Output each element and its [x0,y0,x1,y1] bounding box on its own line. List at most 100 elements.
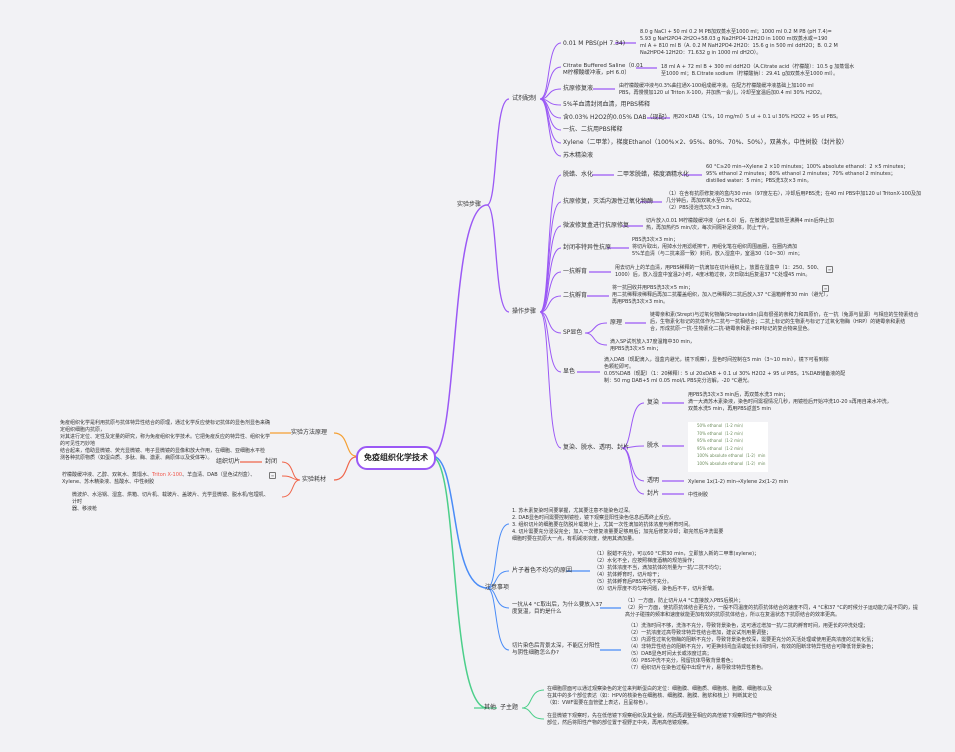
principle-text[interactable]: 免疫组织化学是利用抗原与抗体特异性结合的原理，通过化学反应使标记抗体的显色剂显色… [60,420,271,461]
note-icon[interactable]: ≡ [269,472,276,479]
connector [486,587,510,651]
other-text-2[interactable]: 在显微镜下观察时，先在低倍镜下观察组织及其全貌，然后再调整至相应的高倍镜下观察阳… [547,713,778,726]
step-mount[interactable]: 封片 [647,490,660,497]
reagent-dab[interactable]: 含0.03% H2O2的0.05% DAB（现配） [563,114,671,121]
topic-principle[interactable]: 实验方法原理 [291,429,328,436]
connector [621,402,645,449]
step-secondary-ab[interactable]: 二抗孵育 [563,292,588,299]
step-microwave[interactable]: 微波修复盒进行抗原修复 [563,222,630,229]
note-uneven-staining[interactable]: 片子着色不均匀的原因 [512,567,573,574]
step-mount-detail[interactable]: 中性树胶 [688,492,709,498]
step-dehydrate[interactable]: 脱水 [647,442,660,449]
connector [584,322,608,334]
note-background[interactable]: 切片染色后背景太深，不能区分阳性 与阴性细胞怎么办? [512,643,601,656]
note-background-detail[interactable]: （1）洗涤时间不够，洗涤不充分，导致背景染色，这可通过增加一抗/二抗的孵育时间，… [628,623,877,671]
step-block-detail[interactable]: PBS洗3次×3 min； 将切片取出，甩掉水分用滤纸擦干，用组化笔在组织周围画… [632,237,803,257]
topic-reagents[interactable]: 试剂配制 [512,95,537,102]
step-sp[interactable]: SP显色 [563,329,583,336]
step-counterstain-child[interactable]: 复染 [647,399,660,406]
other-text-1[interactable]: 在细胞层面可以通过观察染色的定位来判断蛋白的定位：细胞膜、细胞质、细胞核、胞膜、… [547,686,773,706]
topic-other[interactable]: 其他 [484,704,497,711]
connector [431,455,488,589]
step-dewax-mid[interactable]: 二甲苯脱蜡，梯度酒精水化 [617,171,690,178]
materials-reagents[interactable]: 柠檬酸缓冲液、乙醇、双氧水、蒸馏水、Triton X-100、羊血清、DAB（显… [62,472,262,486]
connector [486,523,510,589]
connector [539,88,562,100]
image-line: 100% absolute ethanol（1-2）min [697,460,766,466]
connector [539,271,562,313]
reagent-pbs-detail[interactable]: 8.0 g NaCl + 50 ml 0.2 M PB加双蒸水至1000 ml；… [640,29,838,56]
step-dewax-detail[interactable]: 60 °C≥20 min→Xylene 2 ×10 minutes；100% a… [706,164,909,184]
connector [431,204,488,456]
connector [486,204,510,313]
connector [539,247,562,313]
reagent-retrieval[interactable]: 抗原修复液 [563,85,594,92]
step-clear[interactable]: 透明 [647,477,660,484]
step-primary-ab[interactable]: 一抗孵育 [563,268,588,275]
step-dewax[interactable]: 脱蜡、水化 [563,171,594,178]
connector [539,295,562,313]
reagent-hematoxylin[interactable]: 苏木精染液 [563,152,594,159]
step-microwave-detail[interactable]: 切片放入0.01 M柠檬酸缓冲液（pH 6.0）后，在微波炉里加热至沸腾4 mi… [646,218,834,231]
reagents-text-2: 、羊血清、DAB（显色试剂盒）、 Xylene、苏木精染液、盐酸水、中性树胶 [62,472,256,485]
step-counterstain-detail[interactable]: 用PBS洗3次×3 min后，再双蒸水洗3 min； 滴一大滴苏木素染液，染色时… [688,392,892,412]
step-retrieval[interactable]: 抗原修复，灭活内源性过氧化物酶 [563,198,654,205]
topic-notes[interactable]: 注意事项 [485,584,510,591]
reagent-pbs[interactable]: 0.01 M PBS(pH 7.34) [563,40,626,47]
step-retrieval-detail[interactable]: （1）在含有抗原修复液的盒内30 min（97度左右），冷却后用PBS洗；在40… [666,191,922,211]
connector [539,98,562,144]
step-primary-ab-detail[interactable]: 甩去切片上的羊血清，用PBS稀释的一抗滴加在切片组织上，放置在湿盒中（1：250… [615,265,822,278]
connector [539,42,562,100]
step-counterstain[interactable]: 复染、脱水、透明、封片 [563,444,630,451]
topic-procedure[interactable]: 操作步骤 [512,308,537,315]
image-line: 100% absolute ethanol（1-2）min [697,453,766,458]
step-sp-detail[interactable]: 滴入SP试剂放入37度温箱中30 min， 用PBS洗3次×5 min； [610,339,695,352]
note-rewarm[interactable]: 一抗从4 °C取出后，为什么要放入37 度复温，目的是什么 [512,602,603,615]
central-topic[interactable]: 免疫组织化学技术 [356,446,436,470]
note-uneven-staining-detail[interactable]: （1）脱蜡不充分，可以60 °C烘30 min，立即放入新的二甲苯(xylene… [594,551,760,592]
reagents-text: 柠檬酸缓冲液、乙醇、双氧水、蒸馏水、 [62,472,153,478]
connector [521,689,545,709]
connector [539,98,562,131]
connector [431,456,488,709]
topic-steps[interactable]: 实验步骤 [457,201,482,208]
other-subtopic[interactable]: 子主题 [500,704,519,711]
materials-tissue-slice[interactable]: 组织切片 [216,458,241,465]
note-rewarm-detail[interactable]: （1）一方面，防止切片从4 °C直接放入PBS后脱片； （2）另一方面，使抗原抗… [625,598,918,618]
step-sp-principle[interactable]: 原理 [610,319,623,326]
materials-equipment[interactable]: 微波炉、水浴锅、湿盒、烘箱、切片机、载玻片、盖玻片、光学显微镜、脱水机/包埋机、… [72,492,269,512]
image-line: 70% ethanol（1-2 min） [697,430,746,436]
connector [539,98,562,157]
image-line: 50% ethanol（1-2 min） [697,423,746,428]
reagent-citrate-detail[interactable]: 18 ml A + 72 ml B + 300 ml ddH2O（A.Citra… [661,64,855,77]
step-secondary-ab-detail[interactable]: 将一抗回收并用PBS洗3次×5 min； 用二抗稀释液稀释后再加二抗覆盖组织，加… [612,285,831,305]
connector [621,447,645,482]
reagent-citrate[interactable]: Citrate Buffered Saline（0.01 M柠檬酸缓冲液，pH … [563,63,644,76]
connector [539,98,562,119]
materials-block[interactable]: 封闭 [265,458,278,465]
note-icon[interactable]: ≡ [822,285,829,292]
step-clear-detail[interactable]: Xylene 1x(1-2) min→Xylene 2x(1-2) min [688,479,789,485]
reagent-retrieval-detail[interactable]: 由柠檬酸缓冲液与0.3%曲拉通X-100组成缓冲液。在配方柠檬酸缓冲液基础上加1… [619,83,826,96]
step-develop[interactable]: 显色 [563,368,576,375]
reagent-serum[interactable]: 5%羊血清封闭血清，用PBS稀释 [563,101,650,108]
step-sp-principle-detail[interactable]: 链霉亲和素(Strept)与过氧化物酶(Streptavidin)具有很强的亲和… [650,312,919,332]
connector [521,707,545,720]
connector [486,98,510,206]
connector [539,66,562,100]
reagent-dab-detail[interactable]: 用20×DAB（1%，10 mg/ml）5 ul + 0.1 ul 30% H2… [673,114,842,120]
reagent-triton: Triton X-100 [152,472,183,478]
reagent-xylene[interactable]: Xylene（二甲苯），梯度Ethanol（100%×2、95%、80%、70%… [563,139,848,146]
reagent-antibody[interactable]: 一抗、二抗用PBS稀释 [563,126,623,133]
dehydration-image: 50% ethanol（1-2 min） 70% ethanol（1-2 min… [688,422,768,472]
connector [333,432,357,457]
connector [281,461,301,481]
notes-general[interactable]: 1. 苏木素复染时间要掌握，尤其要注意不能染色过深。 2. DAB显色时间需要控… [512,508,724,542]
step-develop-detail[interactable]: 滴入DAB（现配滴入，湿盒内避光，镜下观察），显色时间控制在5 min（3~10… [604,357,846,384]
connector [621,447,645,495]
topic-materials[interactable]: 实验耗材 [302,476,327,483]
step-block[interactable]: 封闭非特异性抗原 [563,244,612,251]
note-icon[interactable]: ≡ [826,266,833,273]
connector [539,311,562,449]
connector [281,475,301,481]
